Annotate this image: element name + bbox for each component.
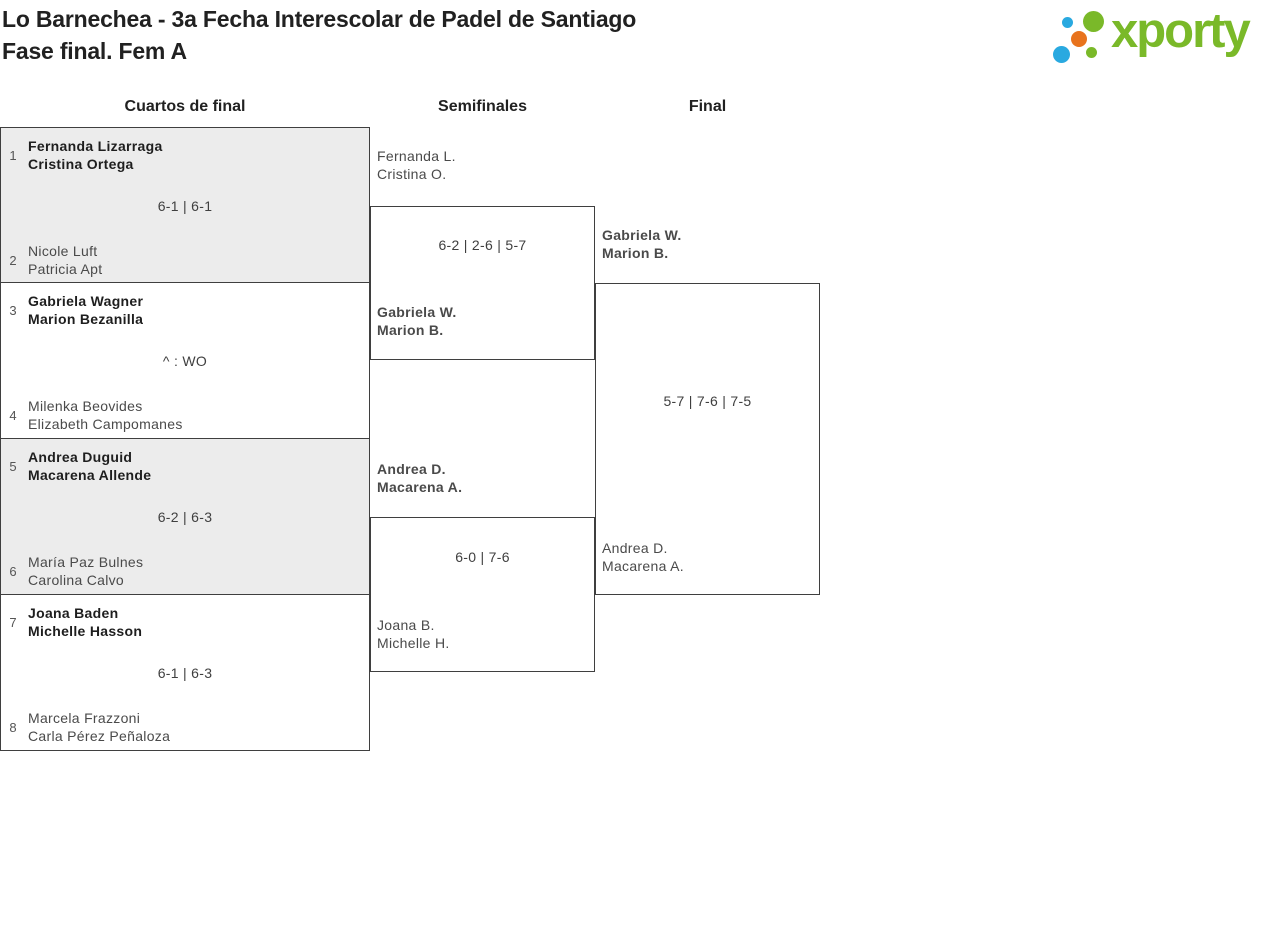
seed-number: 7	[9, 615, 17, 630]
semifinal-match-1	[370, 206, 595, 360]
player-name: Fernanda Lizarraga	[28, 138, 163, 154]
player-name: Michelle H.	[377, 635, 450, 651]
player-name: Macarena A.	[377, 479, 463, 495]
player-name: Andrea Duguid	[28, 449, 133, 465]
final-team-bottom: Andrea D. Macarena A.	[602, 539, 684, 575]
page-title: Lo Barnechea - 3a Fecha Interescolar de …	[2, 3, 636, 67]
player-name: Marcela Frazzoni	[28, 710, 141, 726]
logo-wordmark: xporty	[1111, 4, 1251, 58]
logo-dot-blue-large-icon	[1053, 46, 1070, 63]
player-name: Marion Bezanilla	[28, 311, 144, 327]
player-name: Marion B.	[377, 322, 444, 338]
player-name: Marion B.	[602, 245, 669, 261]
player-name: Andrea D.	[602, 540, 668, 556]
player-name: Carolina Calvo	[28, 572, 125, 588]
logo-dot-blue-small-icon	[1062, 17, 1073, 28]
player-name: Macarena A.	[602, 558, 684, 574]
player-name: Patricia Apt	[28, 261, 103, 277]
match-score: 6-1 | 6-1	[157, 198, 213, 214]
player-name: Cristina Ortega	[28, 156, 134, 172]
round-header-semifinals: Semifinales	[438, 98, 527, 115]
sf2-team-top: Andrea D. Macarena A.	[377, 460, 462, 496]
match-score: 6-2 | 2-6 | 5-7	[438, 237, 527, 253]
match-score: 6-2 | 6-3	[157, 509, 213, 525]
round-header-final: Final	[688, 98, 727, 115]
match-score: 6-0 | 7-6	[455, 549, 510, 565]
phase-subtitle: Fase final. Fem A	[2, 38, 187, 64]
player-name: María Paz Bulnes	[28, 554, 144, 570]
player-name: Joana B.	[377, 617, 435, 633]
player-name: Cristina O.	[377, 166, 447, 182]
logo-dot-green-large-icon	[1083, 11, 1104, 32]
player-name: Elizabeth Campomanes	[28, 416, 183, 432]
match-score: 5-7 | 7-6 | 7-5	[663, 393, 752, 409]
player-name: Joana Baden	[28, 605, 119, 621]
player-name: Michelle Hasson	[28, 623, 143, 639]
seed-number: 6	[9, 564, 17, 579]
seed-number: 1	[9, 148, 17, 163]
sf2-team-bottom: Joana B. Michelle H.	[377, 616, 450, 652]
seed-number: 4	[9, 408, 17, 423]
match-score: ^ : WO	[162, 353, 208, 369]
logo-dot-orange-icon	[1071, 31, 1087, 47]
seed-number: 5	[9, 459, 17, 474]
player-name: Nicole Luft	[28, 243, 98, 259]
player-name: Gabriela W.	[377, 304, 457, 320]
round-header-quarterfinals: Cuartos de final	[124, 98, 246, 115]
player-name: Carla Pérez Peñaloza	[28, 728, 171, 744]
seed-number: 2	[9, 253, 17, 268]
final-team-top: Gabriela W. Marion B.	[602, 226, 682, 262]
player-name: Andrea D.	[377, 461, 446, 477]
player-name: Fernanda L.	[377, 148, 456, 164]
logo-dot-green-small-icon	[1086, 47, 1097, 58]
player-name: Milenka Beovides	[28, 398, 143, 414]
seed-number: 3	[9, 303, 17, 318]
match-score: 6-1 | 6-3	[157, 665, 213, 681]
xporty-logo[interactable]: xporty	[1048, 2, 1278, 68]
player-name: Macarena Allende	[28, 467, 152, 483]
tournament-title: Lo Barnechea - 3a Fecha Interescolar de …	[2, 6, 637, 32]
semifinal-match-2	[370, 517, 595, 672]
seed-number: 8	[9, 720, 17, 735]
sf1-team-top: Fernanda L. Cristina O.	[377, 147, 456, 183]
sf1-team-bottom: Gabriela W. Marion B.	[377, 303, 457, 339]
final-match	[595, 283, 820, 595]
player-name: Gabriela Wagner	[28, 293, 144, 309]
player-name: Gabriela W.	[602, 227, 682, 243]
